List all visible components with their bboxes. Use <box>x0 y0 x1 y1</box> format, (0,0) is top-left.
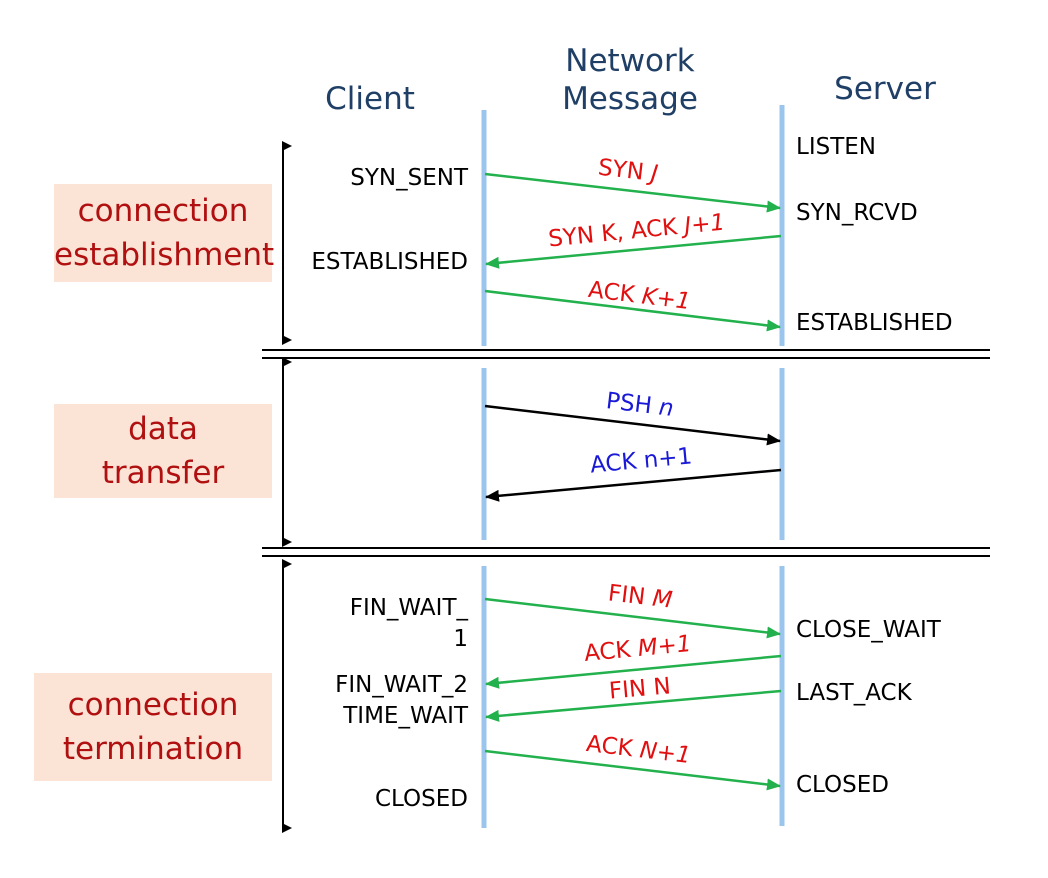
label-fin-n: FIN N <box>607 673 672 705</box>
phase-data-transfer: data transfer <box>54 404 272 498</box>
arrow-ack-n-final <box>484 749 781 791</box>
client-header: Client <box>325 81 415 117</box>
arrow-ack-1 <box>484 289 781 332</box>
arrow-syn <box>484 172 781 213</box>
server-state-syn-rcvd: SYN_RCVD <box>796 200 918 226</box>
client-state-closed: CLOSED <box>375 786 468 812</box>
client-state-fin-wait-1-suffix: 1 <box>453 626 468 652</box>
phase-connection-termination: connection termination <box>34 673 272 781</box>
network-message-header: Network Message <box>540 42 720 118</box>
arrow-fin-n <box>485 689 782 722</box>
phase-label-line1: connection <box>67 687 239 723</box>
client-state-established: ESTABLISHED <box>311 249 468 275</box>
client-state-time-wait: TIME_WAIT <box>343 703 468 729</box>
client-state-fin-wait-1: FIN_WAIT_ <box>349 595 468 621</box>
arrow-ack-m <box>485 654 782 689</box>
server-state-closed: CLOSED <box>796 772 889 798</box>
network-header-line2: Message <box>562 81 698 117</box>
arrow-syn-ack <box>485 234 782 269</box>
phase-connection-establishment: connection establishment <box>54 184 275 282</box>
server-header: Server <box>834 71 936 107</box>
server-state-last-ack: LAST_ACK <box>796 680 912 706</box>
network-header-line1: Network <box>565 43 695 79</box>
server-state-close-wait: CLOSE_WAIT <box>796 617 941 643</box>
arrow-psh <box>484 404 781 446</box>
arrow-ack-n <box>485 468 782 502</box>
client-state-fin-wait-2: FIN_WAIT_2 <box>335 672 468 698</box>
phase-label-line2: termination <box>62 731 244 767</box>
phase-label-line2: establishment <box>54 237 275 273</box>
phase-label-line1: data <box>128 411 198 447</box>
server-state-established: ESTABLISHED <box>796 310 953 336</box>
phase-label-line1: connection <box>77 193 249 229</box>
arrow-fin-m <box>484 597 781 639</box>
phase-label-line2: transfer <box>101 455 225 491</box>
server-state-listen: LISTEN <box>796 134 876 160</box>
client-state-syn-sent: SYN_SENT <box>350 165 468 191</box>
